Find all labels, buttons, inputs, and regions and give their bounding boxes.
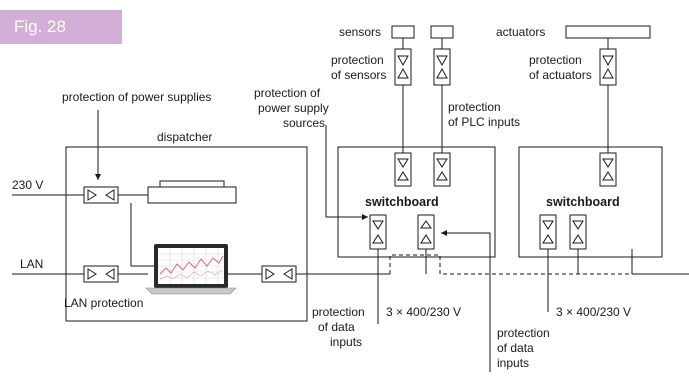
data-inputs-2-line1: protection [497,326,550,340]
lan-label: LAN [20,257,43,271]
dispatcher-box [65,146,308,322]
actuators-label: actuators [496,25,545,39]
power-supply-sources-line2: power supply [258,101,329,115]
voltage-230-label: 230 V [12,178,43,192]
switchboard-2-label: switchboard [546,195,620,209]
actuator [565,25,651,39]
laptop-monitor-icon [145,244,237,295]
power-supply-source-protection [369,214,387,250]
protection-of-sensors-line1: protection [331,53,384,67]
dispatcher-output-protection [261,265,297,283]
sensor-2 [430,25,454,39]
switchboard-1-label: switchboard [365,195,439,209]
switchboard-2-protection-right [569,214,587,250]
data-inputs-1-line2: of data [318,320,355,334]
data-inputs-2-line2: of data [497,341,534,355]
sensor-2-protection [433,48,451,86]
protection-of-plc-inputs-line1: protection [448,100,501,114]
power-supply-protection [83,186,119,204]
figure-label: Fig. 28 [0,10,122,44]
protection-of-actuators-line1: protection [529,53,582,67]
data-inputs-1-line1: protection [312,305,365,319]
plc-input-protection-2 [433,152,451,187]
data-inputs-1-line3: inputs [330,335,362,349]
supply-2-label: 3 × 400/230 V [556,305,631,319]
sensor-1-protection [394,48,412,86]
power-supply-sources-line3: sources [283,116,325,130]
protection-of-actuators-line2: of actuators [529,68,592,82]
protection-of-power-supplies-label: protection of power supplies [62,90,211,104]
supply-1-label: 3 × 400/230 V [386,305,461,319]
sensors-label: sensors [339,25,381,39]
switchboard-2-input-protection [599,152,617,187]
protection-of-sensors-line2: of sensors [331,68,386,82]
sensor-1 [391,25,415,39]
dispatcher-label: dispatcher [157,130,212,144]
actuator-protection [599,48,617,86]
power-supply-sources-line1: protection of [254,86,321,100]
lan-protection-label: LAN protection [64,296,143,310]
protection-of-plc-inputs-line2: of PLC inputs [448,115,520,129]
data-input-protection-1 [417,214,435,250]
switchboard-2-protection-left [539,214,557,250]
power-supply-unit [147,180,237,204]
lan-protection-device [83,265,119,283]
switchboard-1-box [337,146,496,258]
plc-input-protection-1 [394,152,412,187]
data-inputs-2-line3: inputs [497,356,529,370]
